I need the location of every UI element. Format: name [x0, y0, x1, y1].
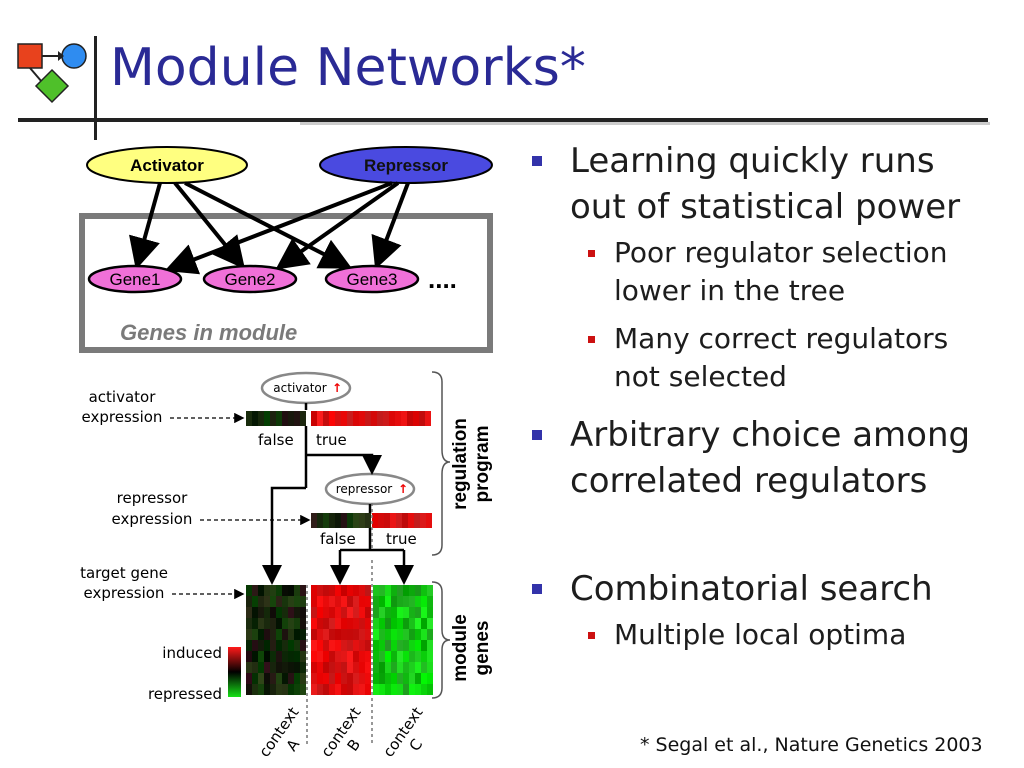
- module-network-diagram: Activator Repressor Gene1 Gene2 Gene3 ..…: [79, 146, 493, 760]
- target-expression-label-1: target gene: [80, 564, 168, 582]
- edge-repressor-gene3: [371, 182, 410, 270]
- activator-split-label: activator: [273, 381, 326, 395]
- induced-label: induced: [162, 644, 222, 662]
- bullet-4: Arbitrary choice among correlated regula…: [532, 412, 1012, 504]
- edge-repressor-gene2: [275, 181, 400, 270]
- bullet-marker-icon: [532, 156, 542, 166]
- bullet-6: Multiple local optima: [532, 616, 1012, 654]
- edge-repressor-gene1: [164, 181, 393, 275]
- genes-ellipsis: ....: [428, 264, 457, 294]
- module-brace: [431, 581, 451, 699]
- gene3-label: Gene3: [346, 270, 397, 289]
- repressor-label: Repressor: [364, 156, 448, 175]
- repressor-expression-label-1: repressor: [117, 489, 188, 507]
- regulation-label-2: program: [472, 425, 493, 502]
- activator-expression-label-1: activator: [89, 388, 157, 406]
- repressor-up-arrow: ↑: [398, 482, 408, 496]
- slide-title: Module Networks*: [110, 38, 586, 98]
- module-genes-label-2: genes: [472, 621, 493, 676]
- gene1-node: [87, 264, 183, 294]
- edge-activator-gene1: [129, 182, 162, 270]
- regulation-brace: [431, 371, 451, 556]
- logo-icon: [17, 43, 87, 104]
- target-expression-heatmap: [246, 585, 433, 695]
- context-b-letter: B: [344, 736, 365, 755]
- activator-label: Activator: [130, 156, 204, 175]
- module-label: Genes in module: [120, 320, 297, 345]
- gene3-node: [324, 264, 420, 294]
- bullet-marker-icon: [532, 584, 542, 594]
- bullet-list: Learning quickly runs out of statistical…: [532, 138, 1012, 654]
- bullet-1: Learning quickly runs out of statistical…: [532, 138, 1012, 230]
- gene2-label: Gene2: [224, 270, 275, 289]
- module-genes-label-1: module: [450, 614, 471, 682]
- repressor-expression-label-2: expression: [112, 510, 193, 528]
- repressed-label: repressed: [148, 685, 222, 703]
- edge-activator-gene2: [173, 181, 246, 270]
- repressor-true-label: true: [386, 530, 417, 548]
- activator-true-label: true: [316, 431, 347, 449]
- sub-bullet-marker-icon: [588, 250, 595, 257]
- edge-activator-gene3: [184, 181, 353, 269]
- gene1-label: Gene1: [109, 270, 160, 289]
- context-a-letter: A: [283, 735, 304, 754]
- bullet-3: Many correct regulators not selected: [532, 320, 1012, 396]
- repressor-false-label: false: [320, 530, 356, 548]
- activator-node: [86, 146, 248, 184]
- gene2-node: [202, 264, 298, 294]
- context-c-letter: C: [406, 736, 427, 755]
- bullet-2: Poor regulator selection lower in the tr…: [532, 234, 1012, 310]
- activator-false-label: false: [258, 431, 294, 449]
- activator-expression-bar: [246, 411, 431, 426]
- target-expression-label-2: expression: [84, 584, 165, 602]
- repressor-split-label: repressor: [336, 482, 393, 496]
- regulation-label-1: regulation: [450, 418, 471, 510]
- bullet-marker-icon: [532, 430, 542, 440]
- footnote: * Segal et al., Nature Genetics 2003: [640, 734, 983, 756]
- repressor-expression-bar: [311, 513, 432, 528]
- bullet-5: Combinatorial search: [532, 566, 1012, 612]
- activator-up-arrow: ↑: [332, 381, 342, 395]
- module-box: [79, 213, 493, 353]
- sub-bullet-marker-icon: [588, 336, 595, 343]
- activator-expression-label-2: expression: [82, 408, 163, 426]
- color-scale: [228, 647, 241, 697]
- sub-bullet-marker-icon: [588, 632, 595, 639]
